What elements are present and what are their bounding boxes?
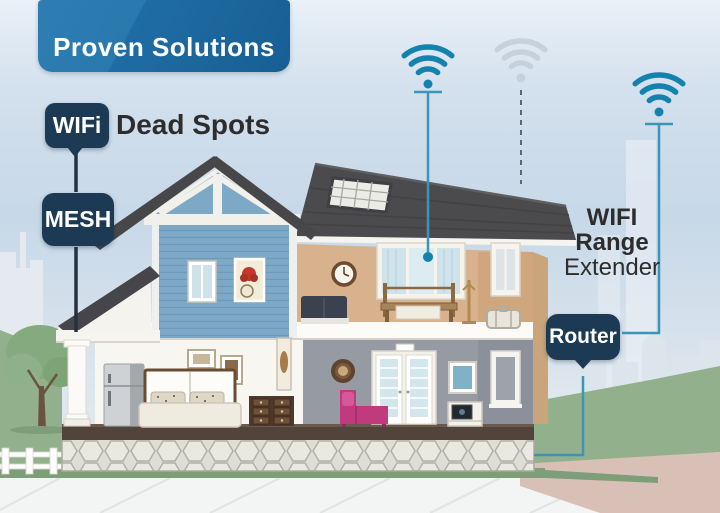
grass-hill-right (520, 366, 720, 464)
gable-flower-panel (233, 257, 266, 303)
grass-strip (0, 468, 658, 483)
coat-rack (462, 280, 476, 324)
gable-window (187, 260, 217, 303)
extender-connector-line (622, 122, 673, 335)
exterior-wall-right (533, 252, 548, 424)
range-extender-line2: Range (575, 229, 649, 256)
router-cable (534, 376, 585, 457)
wall-decor-round (331, 359, 355, 383)
foundation (61, 437, 535, 472)
wall-clock (331, 261, 357, 287)
range-extender-line1: WIFI (586, 204, 638, 231)
city-skyline-left (0, 232, 43, 342)
sofa-upper (301, 296, 349, 324)
mesh-badge-label: MESH (44, 206, 112, 232)
mesh-badge: MESH (42, 193, 114, 246)
refrigerator (103, 363, 145, 427)
banner-title: Proven Solutions (53, 32, 275, 62)
porch (56, 266, 160, 427)
walkway-path (520, 452, 720, 513)
fence (0, 447, 63, 475)
picture-frame-living (448, 361, 477, 394)
router-badge: Router (546, 314, 620, 369)
chaise-lounge (340, 390, 388, 427)
range-extender-line3: Extender (563, 254, 661, 281)
wifi-badge-label: WIFi (52, 112, 102, 138)
bed (138, 368, 242, 428)
wifi-icon-left (401, 44, 455, 89)
porch-floor (62, 424, 534, 440)
wifi-icon-faded (494, 38, 548, 83)
house (56, 156, 576, 472)
bench (380, 283, 458, 322)
window-lower-right (489, 350, 522, 408)
suitcase (486, 305, 521, 329)
wifi-badge: WIFi (45, 103, 109, 157)
wifi-icon-right (632, 72, 686, 117)
dead-spots-caption: Dead Spots (116, 109, 271, 140)
porch-column (63, 339, 91, 427)
router-badge-label: Router (549, 325, 617, 348)
window-upper-right (490, 242, 521, 297)
gable (90, 156, 318, 338)
banner: Proven Solutions (38, 0, 290, 72)
wifi-signal-drop-line (414, 90, 442, 262)
skylight (326, 176, 393, 214)
gable-wall (152, 225, 296, 338)
dresser (249, 396, 294, 426)
range-extender-caption: WIFI Range Extender (550, 205, 674, 280)
tv-stand (447, 401, 483, 427)
